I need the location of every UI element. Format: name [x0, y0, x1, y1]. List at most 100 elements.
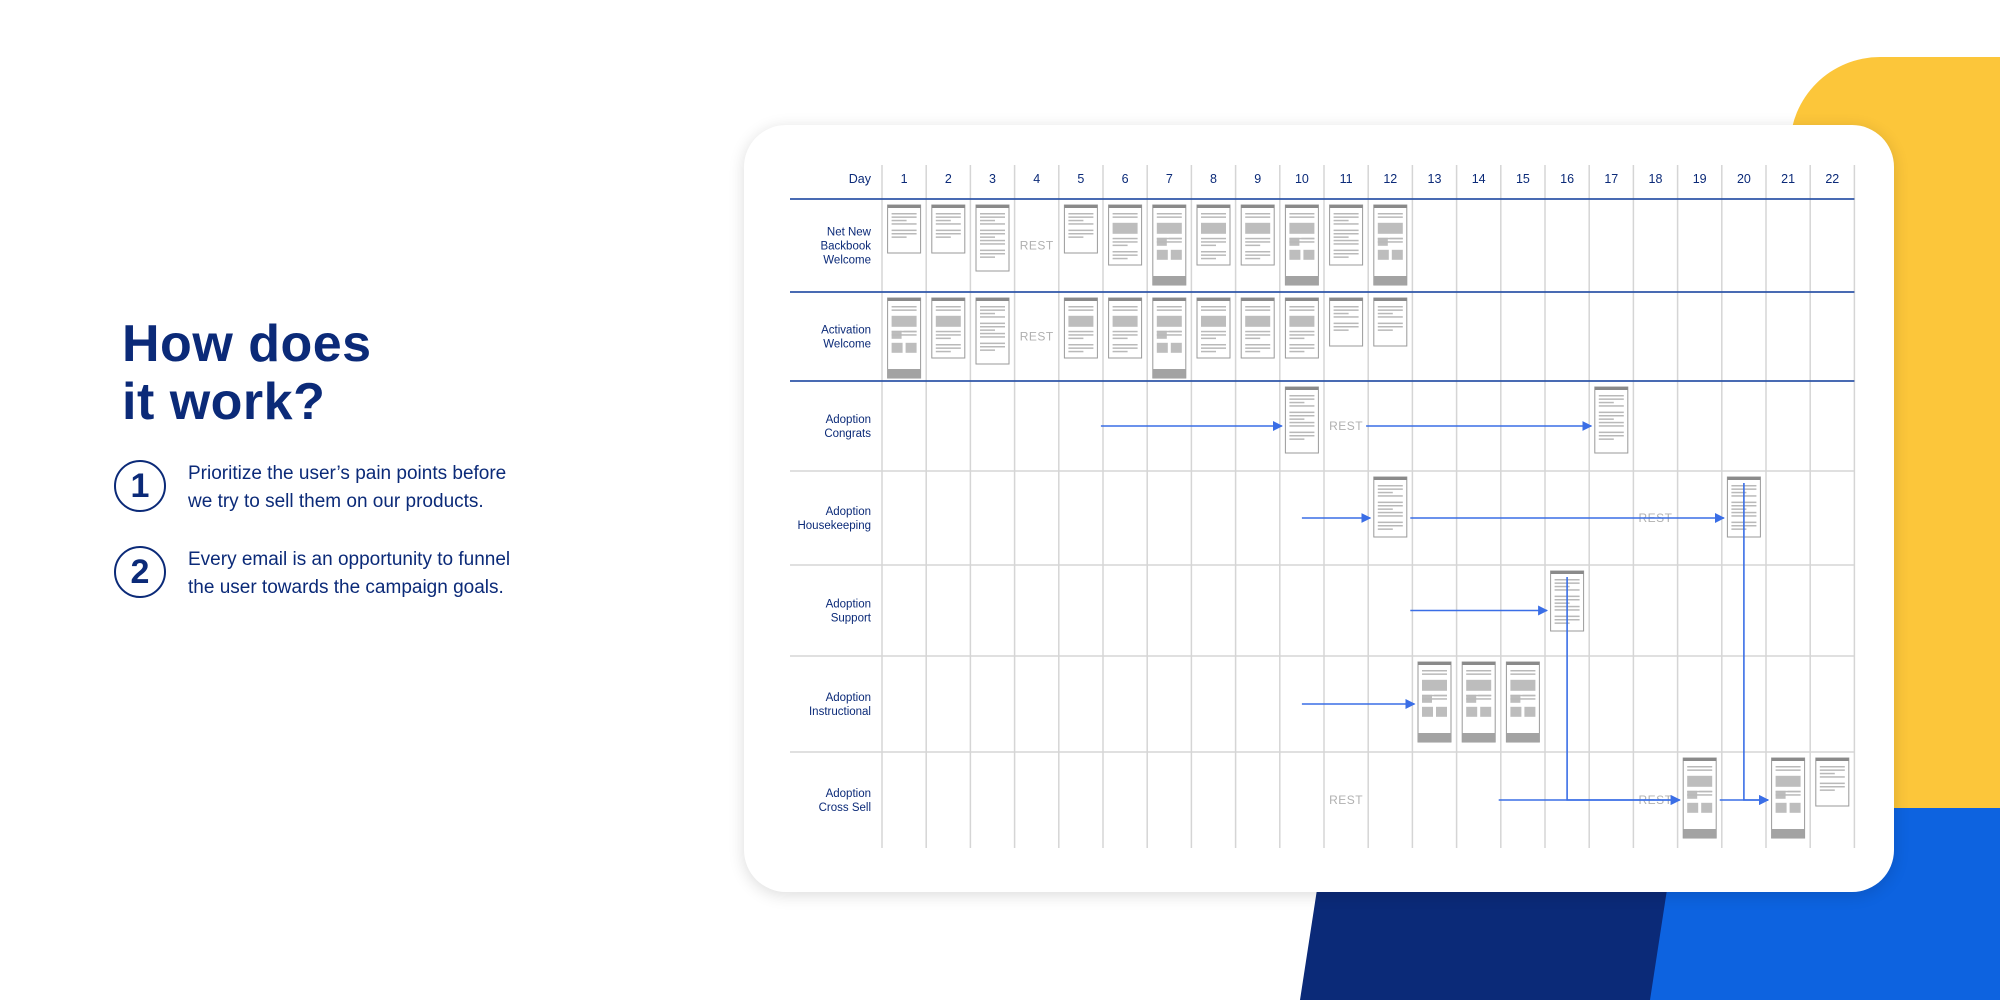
- email-thumbnail-text-line: [1201, 344, 1226, 346]
- email-thumbnail-text-line: [1289, 395, 1315, 397]
- email-thumbnail-text-line: [1245, 254, 1271, 256]
- email-thumbnail-text-line: [1478, 694, 1492, 697]
- email-thumbnail-text-line: [1333, 256, 1349, 258]
- email-thumbnail-text-line: [980, 249, 1005, 252]
- email-thumbnail-text-line: [935, 229, 961, 232]
- day-number: 4: [1033, 172, 1040, 186]
- email-thumbnail-text-line: [1434, 694, 1447, 697]
- email-thumbnail-text-line: [1687, 794, 1713, 796]
- email-thumbnail-text-line: [1112, 257, 1128, 260]
- email-thumbnail-header: [1241, 298, 1275, 301]
- email-thumbnail-text-line: [891, 334, 917, 336]
- email-thumbnail-text-line: [1377, 505, 1403, 507]
- email-thumbnail-text-line: [1112, 213, 1138, 215]
- email-thumbnail-text-line: [1377, 485, 1403, 487]
- email-thumbnail-text-line: [1510, 698, 1536, 700]
- email-thumbnail-frame: [1284, 386, 1319, 454]
- day-number: 9: [1254, 172, 1261, 186]
- email-thumbnail-image-block: [1289, 222, 1315, 234]
- email-thumbnail-text-line: [1598, 411, 1624, 414]
- email-thumbnail-text-line: [1377, 216, 1403, 218]
- email-thumbnail-header: [1285, 298, 1319, 301]
- day-number: 21: [1781, 172, 1795, 186]
- email-thumbnail-text-line: [980, 256, 995, 258]
- email-thumbnail-text-line: [1819, 776, 1845, 778]
- row-label-line: Support: [831, 613, 872, 625]
- email-thumbnail-text-line: [1068, 219, 1084, 222]
- email-thumbnail-text-line: [1554, 585, 1570, 588]
- email-thumbnail-text-line: [1377, 521, 1403, 524]
- email-thumbnail-frame: [1594, 386, 1629, 454]
- email-thumbnail-image-block: [1289, 249, 1301, 260]
- email-thumbnail-text-line: [1112, 237, 1138, 240]
- email-thumbnail-text-line: [1466, 673, 1492, 675]
- email-thumbnail-text-line: [1775, 769, 1801, 771]
- email-thumbnail-footer: [1506, 733, 1540, 742]
- email-thumbnail-text-line: [1201, 257, 1216, 260]
- email-thumbnail-text-line: [1289, 431, 1315, 434]
- email-thumbnail-image-block: [1245, 315, 1271, 327]
- email-thumbnail-text-line: [1112, 347, 1138, 349]
- email-thumbnail-image-block: [1436, 706, 1447, 717]
- email-thumbnail-text-line: [1377, 501, 1403, 504]
- email-thumbnail-text-line: [980, 332, 1005, 335]
- email-thumbnail-image-block: [1775, 775, 1801, 787]
- email-thumbnail-text-line: [935, 330, 961, 333]
- email-thumbnail-text-line: [891, 216, 917, 218]
- email-thumbnail-text-line: [935, 344, 961, 346]
- email-thumbnail-text-line: [1422, 670, 1447, 672]
- email-thumbnail-text-line: [980, 233, 1005, 235]
- email-thumbnail-text-line: [1522, 694, 1536, 697]
- email-thumbnail-text-line: [980, 346, 1005, 348]
- row-label-line: Welcome: [823, 339, 871, 351]
- step-text-line-2: we try to sell them on our products.: [188, 491, 484, 512]
- email-thumbnail-text-line: [1201, 254, 1226, 256]
- email-thumbnail-text-line: [1731, 528, 1747, 530]
- email-thumbnail-text-line: [935, 347, 961, 349]
- email-thumbnail-text-line: [1156, 241, 1182, 243]
- email-thumbnail-text-line: [980, 236, 995, 238]
- email-thumbnail-text-line: [1245, 216, 1271, 218]
- row-label-line: Adoption: [826, 414, 871, 426]
- email-thumbnail-header: [931, 205, 965, 208]
- email-thumbnail-text-line: [1068, 233, 1094, 235]
- email-thumbnail-footer: [1152, 369, 1186, 378]
- email-thumbnail-header: [1329, 205, 1363, 208]
- row-label-line: Backbook: [820, 241, 871, 253]
- email-thumbnail-header: [1462, 662, 1496, 665]
- email-thumbnail-header: [1285, 205, 1319, 208]
- email-thumbnail-text-line: [903, 330, 917, 333]
- email-thumbnail-text-line: [1245, 330, 1271, 333]
- email-thumbnail-text-line: [1731, 508, 1747, 510]
- email-thumbnail-text-line: [1245, 347, 1271, 349]
- email-thumbnail-image-block: [1377, 249, 1389, 260]
- email-thumbnail-text-line: [935, 236, 951, 238]
- day-number: 10: [1295, 172, 1309, 186]
- row-label-line: Adoption: [826, 692, 871, 704]
- email-thumbnail-header: [1373, 298, 1407, 301]
- email-thumbnail-text-line: [1201, 241, 1226, 243]
- email-thumbnail-text-line: [1245, 350, 1261, 353]
- email-thumbnail-text-line: [980, 239, 1005, 242]
- email-thumbnail-text-line: [1377, 525, 1403, 527]
- email-thumbnail-text-line: [1289, 344, 1315, 346]
- email-thumbnail-text-line: [1201, 334, 1226, 336]
- email-thumbnail-text-line: [980, 329, 995, 331]
- email-thumbnail-header: [1373, 205, 1407, 208]
- email-thumbnail-text-line: [935, 309, 961, 311]
- email-thumbnail-header: [1594, 387, 1628, 390]
- email-thumbnail-frame: [931, 204, 966, 254]
- email-thumbnail-text-line: [1245, 334, 1271, 336]
- email-thumbnail-text-line: [935, 213, 961, 215]
- day-number: 15: [1516, 172, 1530, 186]
- email-thumbnail-text-line: [1377, 213, 1403, 215]
- email-thumbnail-text-line: [891, 233, 917, 235]
- row-emails: [1284, 386, 1629, 454]
- email-thumbnail-text-line: [1289, 411, 1315, 414]
- email-thumbnail-text-line: [935, 337, 951, 340]
- email-thumbnail-text-line: [1068, 213, 1094, 215]
- email-thumbnail-text-line: [1466, 670, 1492, 672]
- email-thumbnail-text-line: [1068, 347, 1094, 349]
- email-thumbnail-frame: [1373, 297, 1408, 347]
